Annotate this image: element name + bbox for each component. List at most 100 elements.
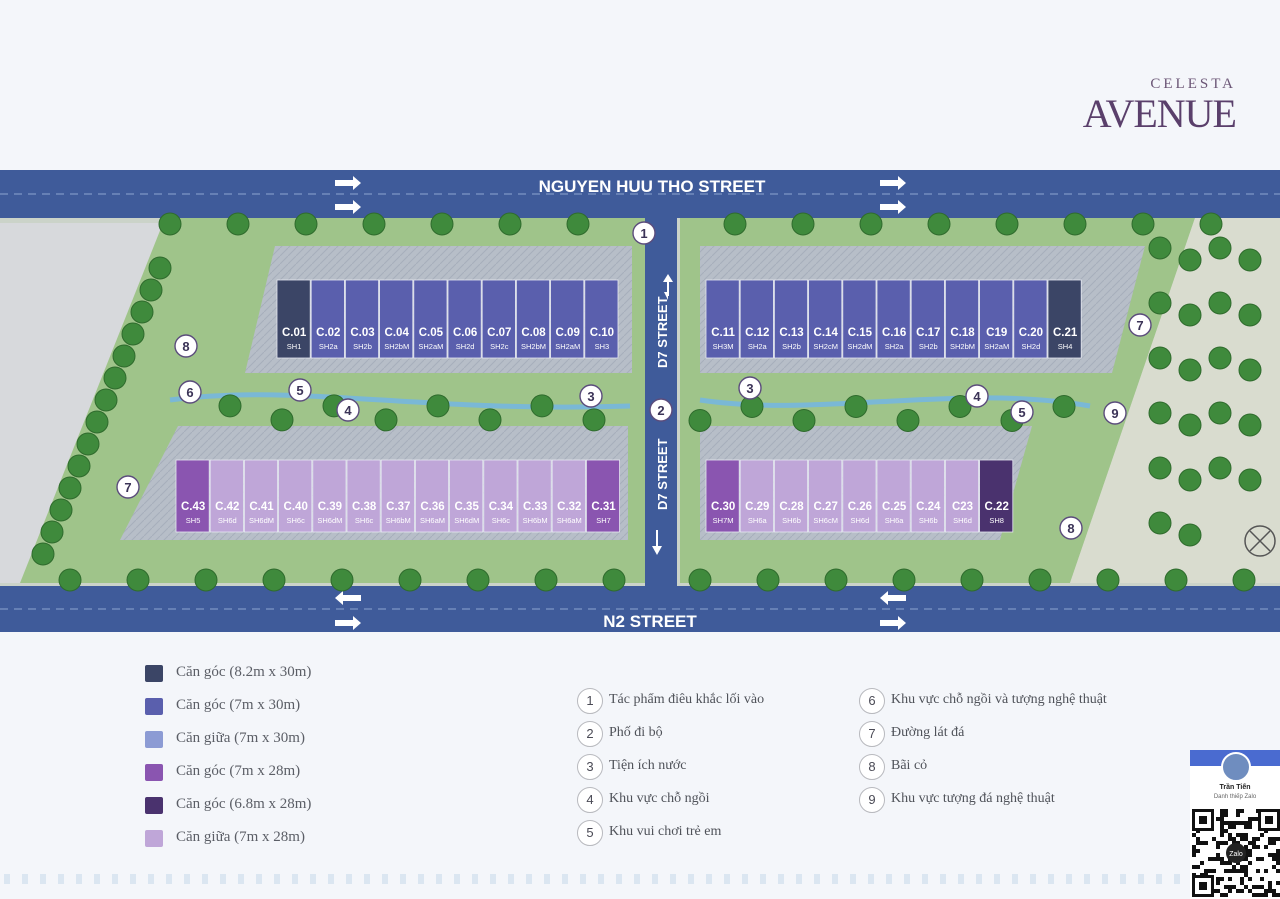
unit-code: C.06 xyxy=(453,327,477,339)
unit-lot-shape xyxy=(808,459,843,533)
tree-icon xyxy=(498,212,522,236)
unit-code: C.28 xyxy=(779,501,804,513)
map-marker[interactable]: 8 xyxy=(1059,516,1083,540)
unit-lot-shape xyxy=(910,459,945,533)
amenity-label: Tiện ích nước xyxy=(609,758,687,773)
unit-code: C.42 xyxy=(215,501,239,513)
unit-type: SH6c xyxy=(287,516,306,525)
tree-icon xyxy=(40,520,64,544)
tree-icon xyxy=(158,212,182,236)
map-marker-circle xyxy=(1128,313,1152,337)
tree-icon xyxy=(478,408,502,432)
map-marker[interactable]: 7 xyxy=(116,475,140,499)
tree-icon xyxy=(1178,468,1202,492)
map-marker[interactable]: 5 xyxy=(1010,400,1034,424)
tree-icon xyxy=(330,568,354,592)
tree-icon xyxy=(1238,358,1262,382)
map-marker[interactable]: 8 xyxy=(174,334,198,358)
map-marker[interactable]: 3 xyxy=(579,384,603,408)
tree-icon xyxy=(398,568,422,592)
tree-icon xyxy=(130,300,154,324)
legend-label: Căn góc (7m x 28m) xyxy=(176,763,301,779)
street-name-d7-lower: D7 STREET xyxy=(655,438,670,510)
site-plan-map: NGUYEN HUU THO STREET N2 STREET D7 STREE… xyxy=(0,170,1280,632)
map-marker[interactable]: 5 xyxy=(288,378,312,402)
tree-icon xyxy=(1208,346,1232,370)
map-marker[interactable]: 3 xyxy=(738,376,762,400)
zalo-card[interactable]: Trần Tiến Danh thiếp Zalo Zalo xyxy=(1190,750,1280,899)
map-marker[interactable]: 7 xyxy=(1128,313,1152,337)
map-marker[interactable]: 1 xyxy=(632,221,656,245)
unit-lot-shape xyxy=(705,459,740,533)
map-marker-circle xyxy=(632,221,656,245)
map-marker-circle xyxy=(178,380,202,404)
unit-type: SH2bM xyxy=(384,342,409,351)
unit-code: C.05 xyxy=(419,327,444,339)
map-marker[interactable]: 2 xyxy=(649,398,673,422)
tree-icon xyxy=(1148,236,1172,260)
map-marker-circle xyxy=(965,384,989,408)
map-marker[interactable]: 9 xyxy=(1103,401,1127,425)
map-marker[interactable]: 4 xyxy=(965,384,989,408)
zalo-badge: Zalo xyxy=(1229,851,1243,858)
map-marker[interactable]: 6 xyxy=(178,380,202,404)
unit-type: SH2d xyxy=(456,342,475,351)
qr-code-icon[interactable]: Zalo xyxy=(1192,809,1280,897)
map-marker[interactable]: 4 xyxy=(336,398,360,422)
unit-type: SH2aM xyxy=(418,342,443,351)
unit-lot-shape xyxy=(380,459,415,533)
tree-icon xyxy=(1238,248,1262,272)
map-marker-circle xyxy=(174,334,198,358)
unit-code: C.34 xyxy=(489,501,514,513)
brand-logo: CELESTA AVENUE xyxy=(1066,76,1237,136)
map-marker-circle xyxy=(336,398,360,422)
unit-type: SH6b xyxy=(919,516,938,525)
unit-type: SH6bM xyxy=(523,516,548,525)
unit-type: SH2bM xyxy=(521,342,546,351)
map-marker-number: 7 xyxy=(1136,318,1143,333)
